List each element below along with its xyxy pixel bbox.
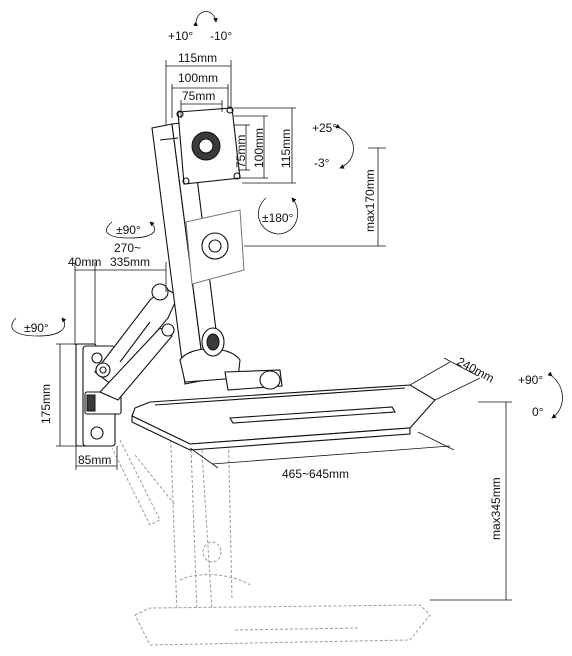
tilt-indicator-side: +25° -3° — [312, 121, 354, 170]
height-max170-label: max170mm — [363, 169, 377, 232]
tilt-indicator-top: +10° -10° — [168, 11, 232, 43]
tray-tilt-indicator: +90° 0° — [518, 371, 563, 419]
tilt-up-label: +10° — [168, 29, 193, 43]
wall-plate-height-dimension: 175mm — [39, 343, 82, 447]
arm-swivel-dimensions: ±90° 270~ 335mm — [95, 221, 167, 292]
vesa-75-top-label: 75mm — [182, 89, 215, 103]
wall-plate-175-label: 175mm — [39, 384, 53, 424]
vesa-115-side-label: 115mm — [279, 129, 293, 168]
lowered-tray-ghost — [134, 604, 431, 646]
wall-swivel-indicator: ±90° — [11, 317, 67, 337]
arm-reach-line2-label: 335mm — [110, 255, 150, 269]
tray-depth-240-label: 240mm — [455, 354, 497, 385]
arm-offset-40-label: 40mm — [68, 255, 101, 269]
keyboard-tray — [131, 384, 436, 451]
wall-swivel-90-label: ±90° — [24, 321, 49, 335]
articulating-arm — [94, 283, 179, 401]
tray-tilt-plus90-label: +90° — [518, 373, 543, 387]
lowered-position-ghost — [111, 419, 431, 646]
tilt-down-label: -10° — [210, 29, 232, 43]
arm-reach-line1-label: 270~ — [114, 241, 141, 255]
vesa-plate-rotated — [185, 209, 245, 285]
tilt-plus25-label: +25° — [312, 121, 337, 135]
vesa-75-side-label: 75mm — [234, 135, 248, 168]
wall-plate-width-dimension: 85mm — [75, 446, 118, 470]
vesa-100-side-label: 100mm — [252, 128, 266, 168]
rotation-180-label: ±180° — [262, 211, 294, 225]
height-max345-label: max345mm — [489, 477, 503, 540]
vesa-mount-plate — [176, 106, 241, 185]
rotation-indicator: ±180° — [257, 197, 298, 235]
vesa-vertical-dimensions: 75mm 100mm 115mm — [234, 107, 296, 184]
vesa-100-top-label: 100mm — [178, 71, 218, 85]
vesa-horizontal-dimensions: 115mm 100mm 75mm — [165, 51, 232, 125]
vesa-115-top-label: 115mm — [178, 51, 217, 65]
tray-width-dimension: 465~645mm — [189, 431, 455, 481]
tray-width-label: 465~645mm — [282, 467, 349, 481]
tray-tilt-0-label: 0° — [532, 405, 544, 419]
arm-offset-dimension: 40mm — [68, 255, 101, 345]
height-170-dimension: max170mm — [244, 147, 386, 247]
arm-swivel-90-label: ±90° — [116, 223, 141, 237]
wall-plate-85-label: 85mm — [78, 453, 111, 467]
height-345-dimension: max345mm — [430, 401, 512, 601]
tilt-minus3-label: -3° — [314, 156, 330, 170]
